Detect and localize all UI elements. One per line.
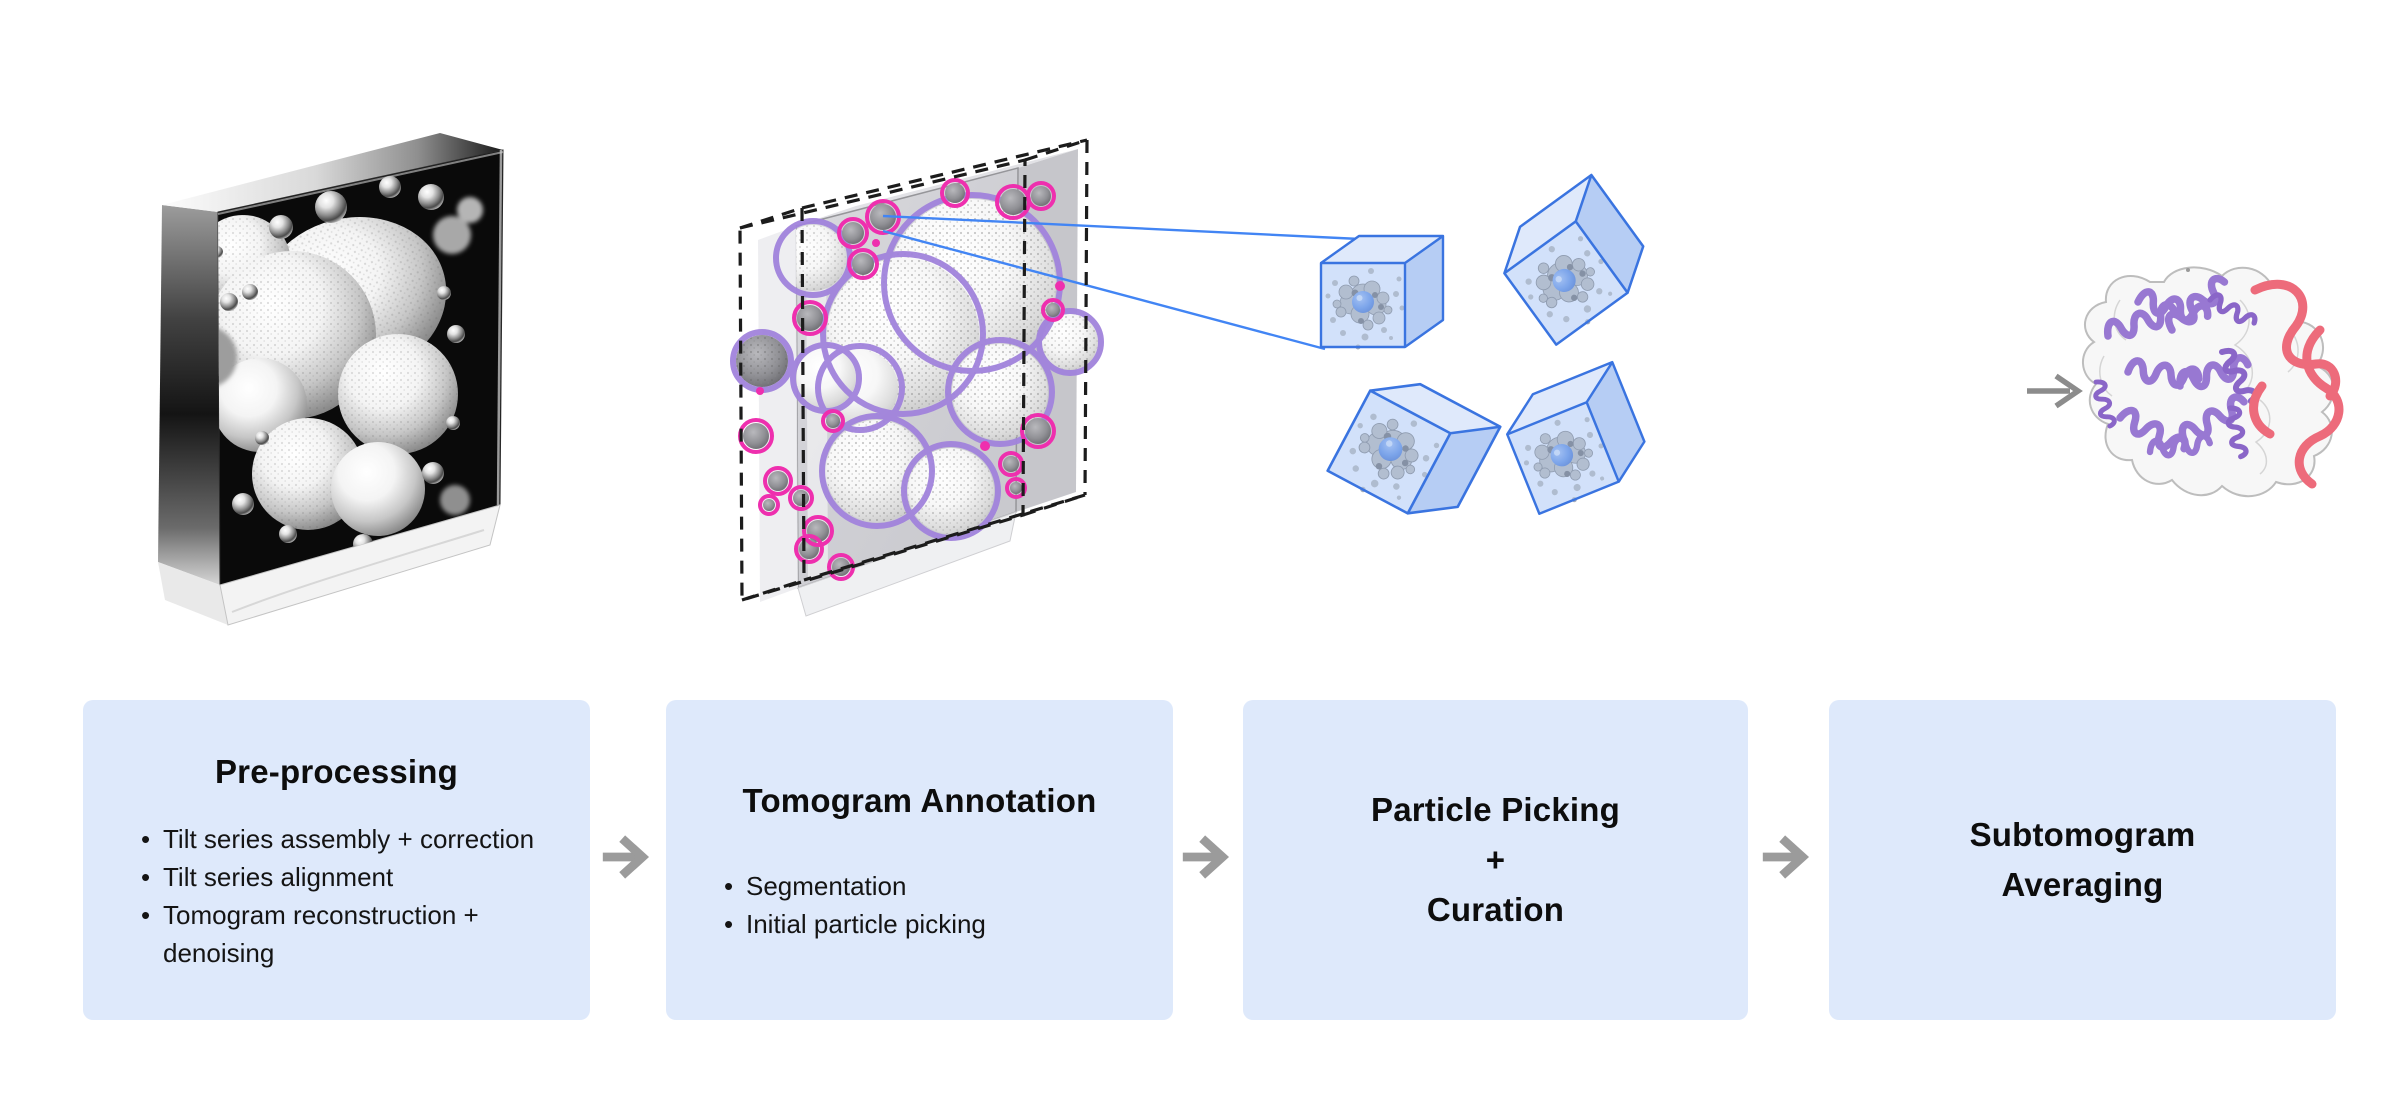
tomogram-bounding-box	[738, 138, 1089, 603]
arrow-right-icon	[2027, 373, 2083, 409]
step-title-line: +	[1485, 841, 1506, 878]
bullet-item: Tilt series assembly + correction	[137, 820, 555, 858]
arrow-right-icon	[602, 835, 650, 879]
step-title: Tomogram Annotation	[666, 777, 1173, 825]
bullet-item: Tilt series alignment	[137, 858, 555, 896]
sphere-annotation-circles	[730, 192, 1104, 541]
bullet-item: Initial particle picking	[720, 905, 1138, 943]
bullet-item: Tomogram reconstruction + denoising	[137, 896, 555, 972]
step-box-pre-processing: Pre-processing Tilt series assembly + co…	[83, 700, 590, 1020]
step-box-particle-picking-curation: Particle Picking + Curation	[1243, 700, 1748, 1020]
annotated-tomogram-illustration	[730, 138, 1361, 617]
arrow-right-icon	[1182, 835, 1230, 879]
tomogram-glass-block-illustration	[158, 133, 504, 626]
step-title: Pre-processing	[83, 748, 590, 796]
step-bullets: Segmentation Initial particle picking	[666, 867, 1173, 943]
step-title-line: Particle Picking	[1371, 791, 1620, 828]
subtomogram-cubes-illustration	[1321, 175, 1661, 535]
step-title-line: Pre-processing	[214, 753, 459, 790]
bullet-item: Segmentation	[720, 867, 1138, 905]
step-box-subtomogram-averaging: Subtomogram Averaging	[1829, 700, 2336, 1020]
pipeline-illustrations	[158, 133, 2344, 626]
averaged-structure-illustration	[2027, 266, 2344, 498]
zoom-projection-lines	[882, 214, 1361, 351]
nucleic-acid-ribbon	[2249, 279, 2344, 489]
step-box-tomogram-annotation: Tomogram Annotation Segmentation Initial…	[666, 700, 1173, 1020]
step-title: Particle Picking + Curation	[1243, 785, 1748, 935]
arrow-right-icon	[1762, 835, 1810, 879]
step-title-line: Averaging	[2001, 866, 2164, 903]
step-title: Subtomogram Averaging	[1829, 810, 2336, 910]
step-title-line: Subtomogram	[1969, 816, 2196, 853]
step-title-line: Tomogram Annotation	[742, 782, 1097, 819]
step-bullets: Tilt series assembly + correction Tilt s…	[83, 820, 590, 972]
step-title-line: Curation	[1426, 891, 1565, 928]
